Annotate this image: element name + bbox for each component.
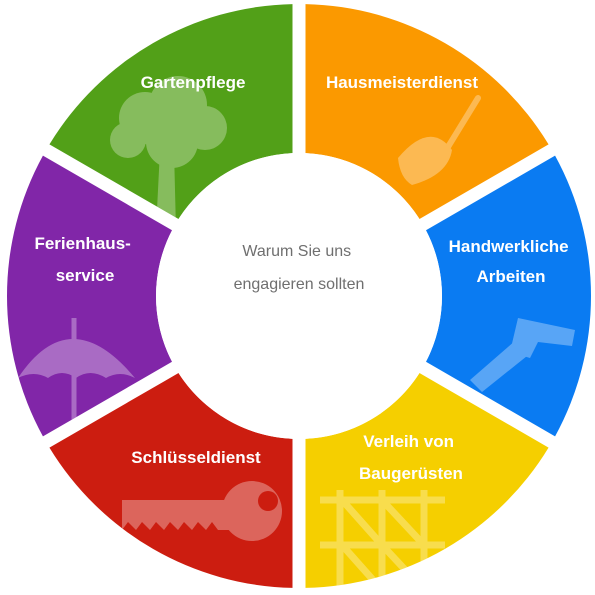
segment-schluesseldienst-shape bbox=[49, 373, 293, 588]
segment-ferienhausservice-shape bbox=[6, 155, 173, 437]
segment-verleih-von-baugeruesten-shape bbox=[305, 373, 549, 588]
center-text: Warum Sie uns engagieren sollten bbox=[234, 243, 365, 293]
segment-gartenpflege-shape bbox=[49, 4, 293, 219]
segment-handwerkliche-arbeiten[interactable]: Handwerkliche Arbeiten bbox=[425, 155, 591, 437]
segment-gartenpflege[interactable]: Gartenpflege bbox=[49, 4, 293, 230]
segment-schluesseldienst-label: Schlüsseldienst bbox=[131, 448, 261, 467]
segment-gartenpflege-label: Gartenpflege bbox=[141, 73, 246, 92]
broom-icon bbox=[398, 95, 481, 185]
segment-verleih-von-baugeruesten-label: Verleih von Baugerüsten bbox=[359, 432, 463, 483]
segment-handwerkliche-arbeiten-label: Handwerkliche Arbeiten bbox=[449, 237, 574, 286]
umbrella-icon bbox=[18, 318, 135, 420]
segment-ferienhausservice-label: Ferienhaus- service bbox=[34, 234, 135, 285]
segment-hausmeisterdienst-label: Hausmeisterdienst bbox=[326, 73, 478, 92]
scaffold-icon bbox=[320, 490, 445, 588]
segment-schluesseldienst[interactable]: Schlüsseldienst bbox=[49, 373, 293, 588]
segment-handwerkliche-arbeiten-shape bbox=[425, 155, 591, 437]
key-hole-icon bbox=[258, 491, 278, 511]
tree-icon bbox=[110, 76, 227, 219]
segment-hausmeisterdienst[interactable]: Hausmeisterdienst bbox=[305, 4, 549, 219]
segment-ferienhausservice[interactable]: Ferienhaus- service bbox=[6, 155, 173, 437]
segment-hausmeisterdienst-shape bbox=[305, 4, 549, 219]
center-circle bbox=[156, 153, 442, 439]
center-hub: Warum Sie uns engagieren sollten bbox=[156, 153, 442, 439]
hammer-icon bbox=[470, 318, 575, 392]
